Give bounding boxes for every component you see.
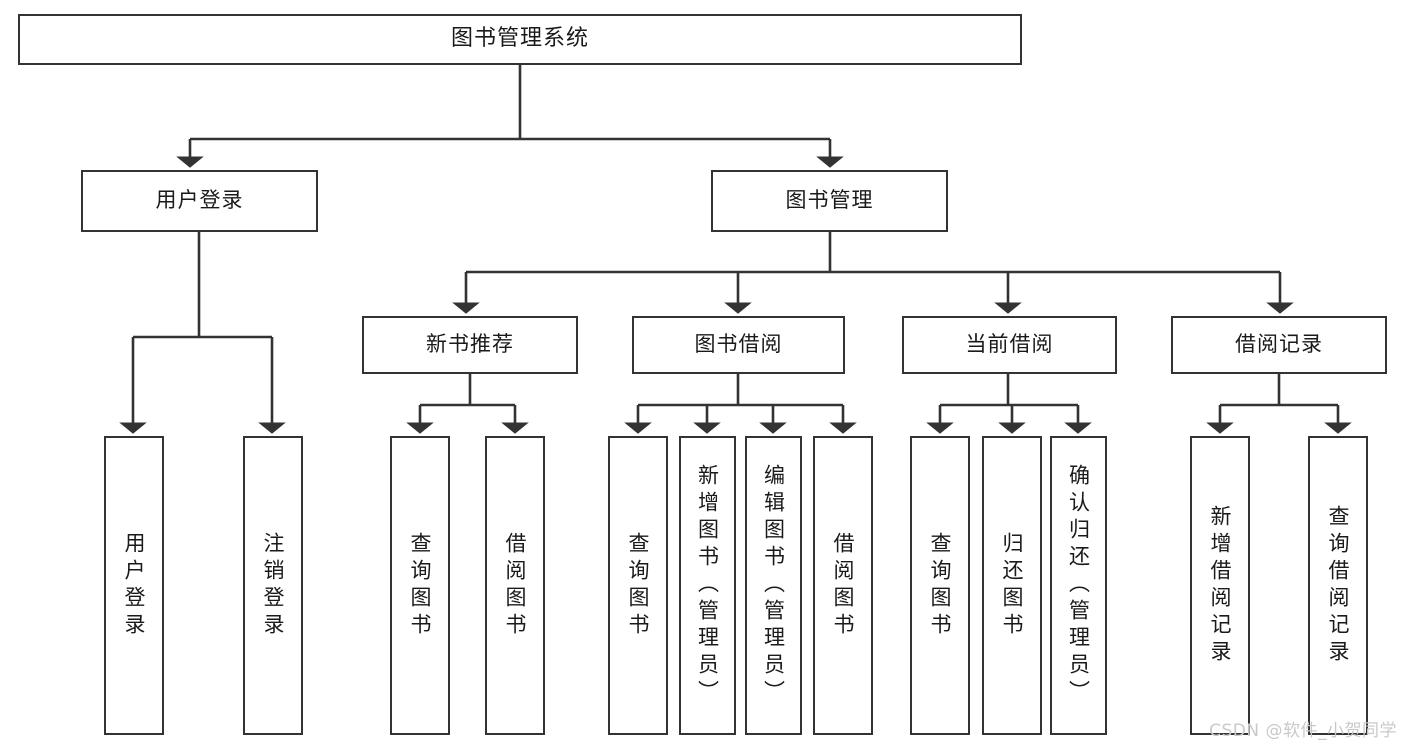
- leaf-borrow-book-borrow[interactable]: 借阅图书: [813, 436, 873, 735]
- leaf-borrow-book-newbook[interactable]: 借阅图书: [485, 436, 545, 735]
- leaf-edit-book-admin-label: 编辑图书（管理员）: [761, 464, 786, 707]
- leaf-query-book-borrow-label: 查询图书: [626, 531, 651, 640]
- leaf-query-book-newbook-label: 查询图书: [408, 531, 433, 640]
- leaf-logout-label: 注销登录: [261, 531, 286, 640]
- leaf-query-borrow-record-label: 查询借阅记录: [1326, 504, 1351, 667]
- leaf-query-book-current-label: 查询图书: [928, 531, 953, 640]
- node-book-borrow[interactable]: 图书借阅: [632, 316, 845, 374]
- leaf-add-borrow-record[interactable]: 新增借阅记录: [1190, 436, 1250, 735]
- leaf-query-book-newbook[interactable]: 查询图书: [390, 436, 450, 735]
- leaf-query-book-borrow[interactable]: 查询图书: [608, 436, 668, 735]
- leaf-add-book-admin-label: 新增图书（管理员）: [695, 464, 720, 707]
- leaf-return-book-label: 归还图书: [1000, 531, 1025, 640]
- node-root[interactable]: 图书管理系统: [18, 14, 1022, 65]
- leaf-logout[interactable]: 注销登录: [243, 436, 303, 735]
- node-new-book-recommend[interactable]: 新书推荐: [362, 316, 578, 374]
- node-current-borrow-label: 当前借阅: [965, 332, 1054, 357]
- node-current-borrow[interactable]: 当前借阅: [902, 316, 1117, 374]
- leaf-add-borrow-record-label: 新增借阅记录: [1208, 504, 1233, 667]
- leaf-edit-book-admin[interactable]: 编辑图书（管理员）: [745, 436, 802, 735]
- leaf-user-login[interactable]: 用户登录: [104, 436, 164, 735]
- leaf-borrow-book-newbook-label: 借阅图书: [503, 531, 528, 640]
- leaf-borrow-book-borrow-label: 借阅图书: [831, 531, 856, 640]
- leaf-return-book[interactable]: 归还图书: [982, 436, 1042, 735]
- node-user-login-label: 用户登录: [155, 188, 244, 213]
- node-borrow-record-label: 借阅记录: [1235, 332, 1323, 357]
- leaf-confirm-return-admin-label: 确认归还（管理员）: [1066, 464, 1091, 707]
- leaf-user-login-label: 用户登录: [122, 531, 147, 640]
- leaf-confirm-return-admin[interactable]: 确认归还（管理员）: [1050, 436, 1107, 735]
- node-borrow-record[interactable]: 借阅记录: [1171, 316, 1387, 374]
- leaf-query-book-current[interactable]: 查询图书: [910, 436, 970, 735]
- node-book-borrow-label: 图书借阅: [694, 332, 783, 357]
- node-new-book-recommend-label: 新书推荐: [426, 332, 514, 357]
- node-book-management[interactable]: 图书管理: [711, 170, 948, 232]
- node-book-management-label: 图书管理: [785, 188, 874, 213]
- leaf-add-book-admin[interactable]: 新增图书（管理员）: [679, 436, 736, 735]
- node-user-login[interactable]: 用户登录: [81, 170, 318, 232]
- node-root-label: 图书管理系统: [450, 26, 589, 52]
- leaf-query-borrow-record[interactable]: 查询借阅记录: [1308, 436, 1368, 735]
